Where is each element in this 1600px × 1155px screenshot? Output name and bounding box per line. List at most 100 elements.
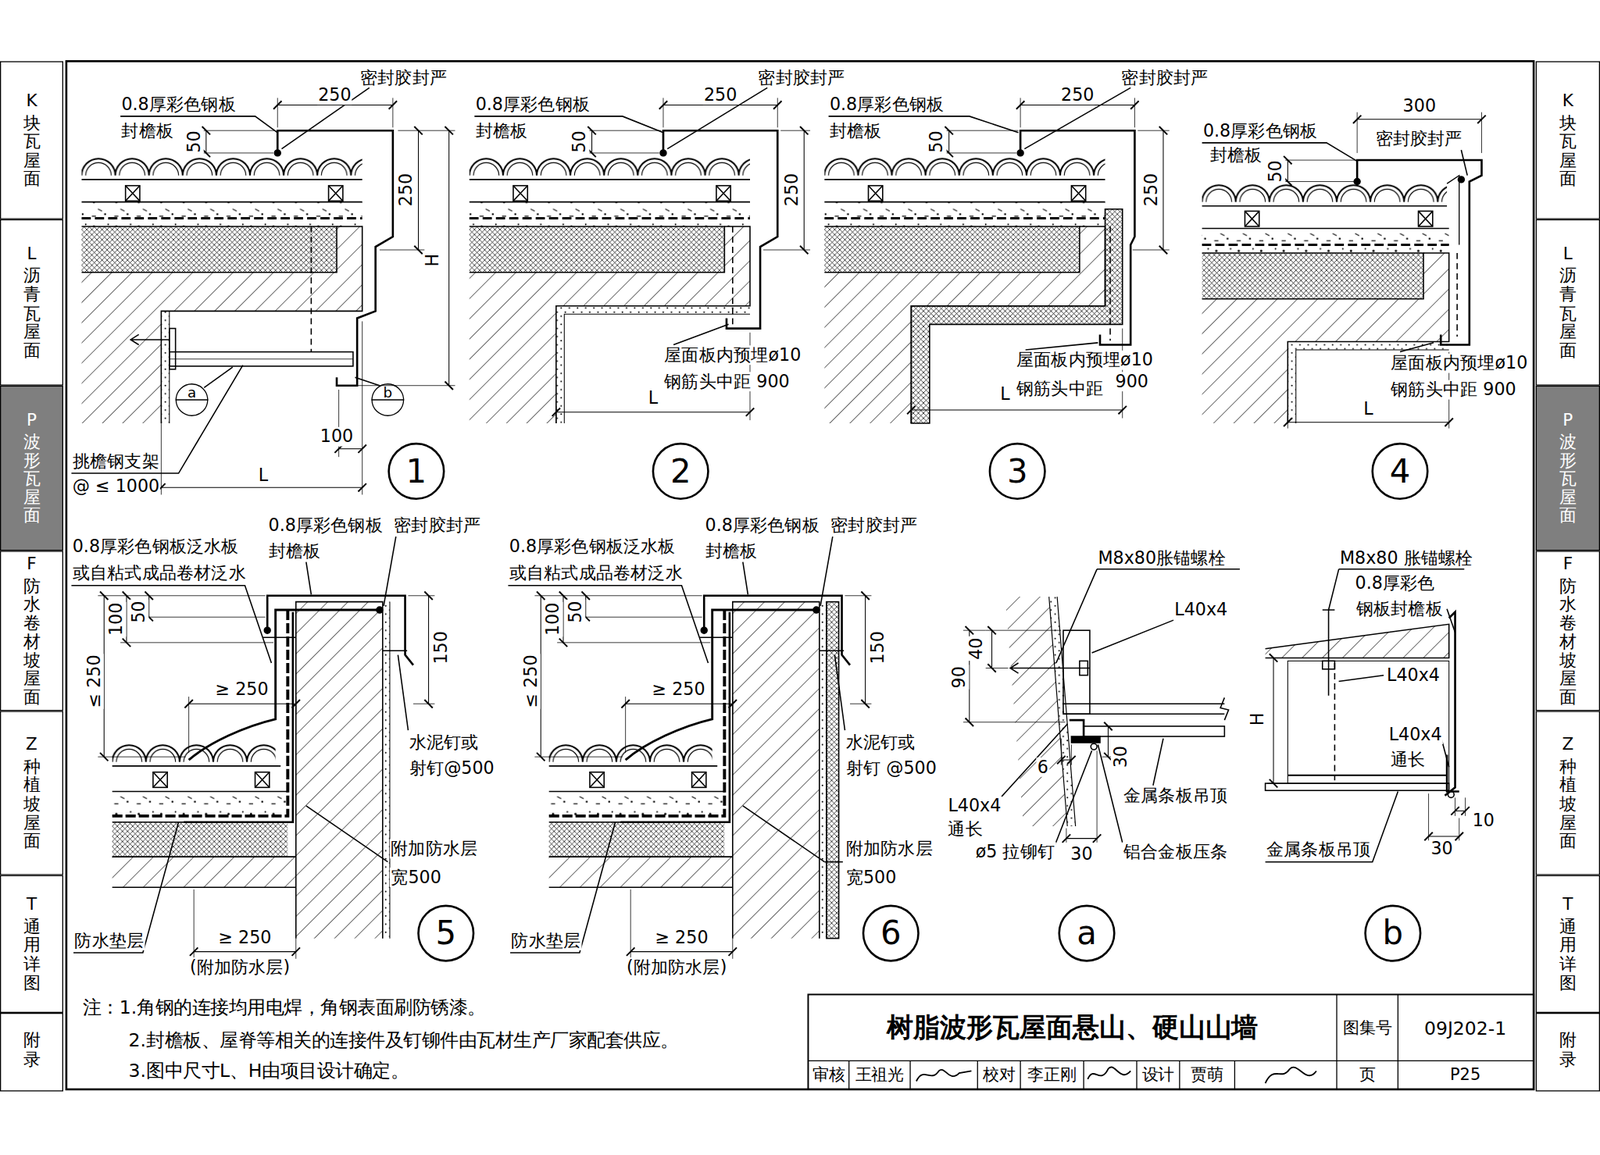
detail-5 (296, 602, 383, 940)
leader-line (1339, 675, 1384, 683)
detail-4 (1418, 210, 1433, 227)
annotation: (附加防水层) (189, 957, 292, 977)
title-block-cell: 09J202-1 (1423, 1018, 1508, 1040)
annotation: 50 (570, 129, 590, 154)
annotation: 0.8厚彩色 (1353, 574, 1436, 593)
annotation: 水泥钉或 (407, 733, 479, 753)
tab-text: 防水卷材坡屋面 (23, 577, 41, 708)
detail-5 (112, 739, 276, 767)
detail-2 (469, 87, 811, 424)
annotation: 密封胶封严 (829, 515, 919, 535)
dimension-line (991, 630, 993, 668)
annotation: 50 (1265, 159, 1285, 184)
detail-number: 2 (652, 442, 710, 500)
title-block (807, 994, 1534, 1090)
signature (916, 1070, 972, 1083)
dimension-line (985, 630, 1062, 668)
dimension-line (205, 130, 207, 154)
dimension-line (189, 703, 297, 705)
dimension-line (944, 130, 1018, 154)
leader-line (1460, 150, 1468, 176)
annotation: 0.8厚彩色钢板泛水板 (507, 537, 677, 557)
concrete-slab (112, 857, 297, 888)
plaster (382, 602, 390, 940)
annotation: 密封胶封严 (1120, 67, 1210, 87)
sealant (1017, 150, 1024, 157)
section-tab: P波形瓦屋面 (0, 385, 64, 552)
anchor-nut (1322, 660, 1336, 669)
steel-angle (1063, 630, 1090, 715)
leader-line (1265, 569, 1465, 863)
dimension-line (1132, 130, 1170, 250)
annotation: L (646, 388, 659, 408)
dimension-line (202, 130, 276, 154)
detail-5 (255, 772, 270, 789)
circle-text: b (1382, 917, 1404, 950)
annotation: 0.8厚彩色钢板 (703, 515, 821, 535)
annotation: L (257, 465, 269, 485)
section-tab: K块瓦屋面 (1535, 60, 1600, 219)
drawing (66, 60, 1534, 1090)
detail-6 (507, 536, 872, 960)
annotation: 附加防水层 (389, 839, 479, 858)
dimension-line (160, 487, 362, 489)
roof-layers (328, 185, 343, 202)
dimension-line (193, 951, 297, 953)
annotation: 100 (319, 427, 355, 447)
detail-a (1049, 596, 1076, 827)
dimension-line (1455, 810, 1466, 812)
detail-4 (1202, 228, 1450, 254)
sealant (1457, 176, 1465, 183)
wall-insulation (826, 602, 840, 940)
leader-line (306, 562, 312, 596)
tab-text: 波形瓦屋面 (1559, 433, 1577, 526)
note-text: 2.封檐板、屋脊等相关的连接件及钉铆件由瓦材生产厂家配套供应。 (127, 1030, 680, 1051)
annotation: 封檐板 (474, 121, 529, 140)
dimension-line (1066, 750, 1097, 843)
detail-5 (255, 772, 270, 789)
annotation: L40x4 (946, 796, 1003, 816)
annotation: ø5 拉铆钉 (974, 842, 1056, 861)
circle-text: b (383, 384, 393, 400)
drawing-title: 树脂波形瓦屋面悬山、硬山山墙 (885, 1013, 1260, 1043)
annotation: 250 (782, 171, 801, 208)
slab-edge (556, 226, 750, 424)
annotation: 防水垫层 (73, 931, 145, 950)
plaster (556, 306, 750, 424)
dimension-line (1020, 104, 1135, 106)
dimension-line (193, 889, 297, 960)
detail-number: b (1364, 905, 1422, 963)
sealant (264, 627, 271, 634)
dimension-line (1357, 118, 1482, 120)
leader-line (1092, 620, 1174, 654)
dimension-line (1060, 739, 1072, 766)
eave-bracket (310, 226, 313, 353)
detail-5 (112, 822, 297, 858)
roof-layers (81, 226, 337, 273)
annotation: 金属条板吊顶 (1122, 786, 1229, 806)
annotation: 40 (967, 636, 986, 661)
annotation: @ ≤ 1000 (71, 477, 161, 497)
annotation: 钢板封檐板 (1355, 600, 1445, 619)
annotation: 封檐板 (267, 541, 322, 561)
leader-line (383, 536, 397, 607)
rivet (1090, 743, 1097, 750)
dimension-line (448, 130, 450, 386)
leader-line (1055, 750, 1093, 845)
tab-text: Z (1559, 735, 1577, 755)
roof-layers (81, 202, 362, 227)
fascia-plate (1020, 130, 1135, 345)
tab-text: Z (23, 735, 41, 755)
leader-line (71, 536, 408, 954)
dimension-line (1162, 130, 1164, 250)
brick-wall (296, 602, 383, 940)
cap-plate (267, 596, 414, 666)
leader-line (474, 87, 768, 345)
annotation: 钢筋头中距 (1015, 378, 1105, 398)
leader-line (996, 569, 1240, 846)
tab-text: 块瓦屋面 (23, 114, 41, 190)
title-block (807, 994, 1534, 1090)
annotation: L40x4 (1173, 600, 1229, 620)
annotation: 铝合金板压条 (1122, 842, 1229, 861)
dimension-line (342, 385, 456, 386)
